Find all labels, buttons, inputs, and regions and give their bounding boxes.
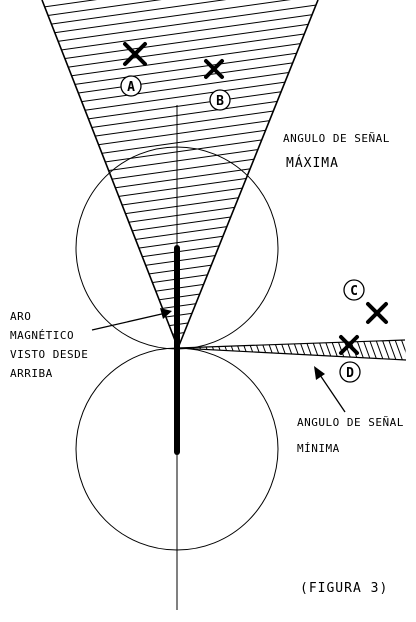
point-b-marker: B: [204, 59, 231, 111]
min-angle-label-line2: MÍNIMA: [297, 442, 340, 455]
max-angle-label-line1: ANGULO DE SEÑAL: [283, 132, 390, 145]
point-a-label: A: [127, 80, 135, 95]
point-c-label: C: [350, 284, 358, 299]
loop-label-line3: VISTO DESDE: [10, 348, 88, 361]
point-b-label: B: [216, 94, 224, 109]
max-angle-label-line2: MÁXIMA: [286, 155, 339, 171]
max-signal-cone: [41, 0, 319, 349]
point-d-label: D: [346, 366, 354, 381]
figure-caption: (FIGURA 3): [300, 581, 388, 596]
point-d-marker: D: [339, 335, 361, 383]
point-c-marker: C: [343, 279, 388, 324]
min-angle-pointer-arrow: [314, 366, 346, 413]
loop-label-line2: MAGNÉTICO: [10, 329, 74, 342]
loop-pointer-arrow: [91, 308, 172, 331]
point-a-marker: A: [120, 42, 147, 97]
loop-label-line4: ARRIBA: [10, 367, 53, 380]
loop-label-line1: ARO: [10, 310, 31, 323]
min-angle-label-line1: ANGULO DE SEÑAL: [297, 416, 404, 429]
